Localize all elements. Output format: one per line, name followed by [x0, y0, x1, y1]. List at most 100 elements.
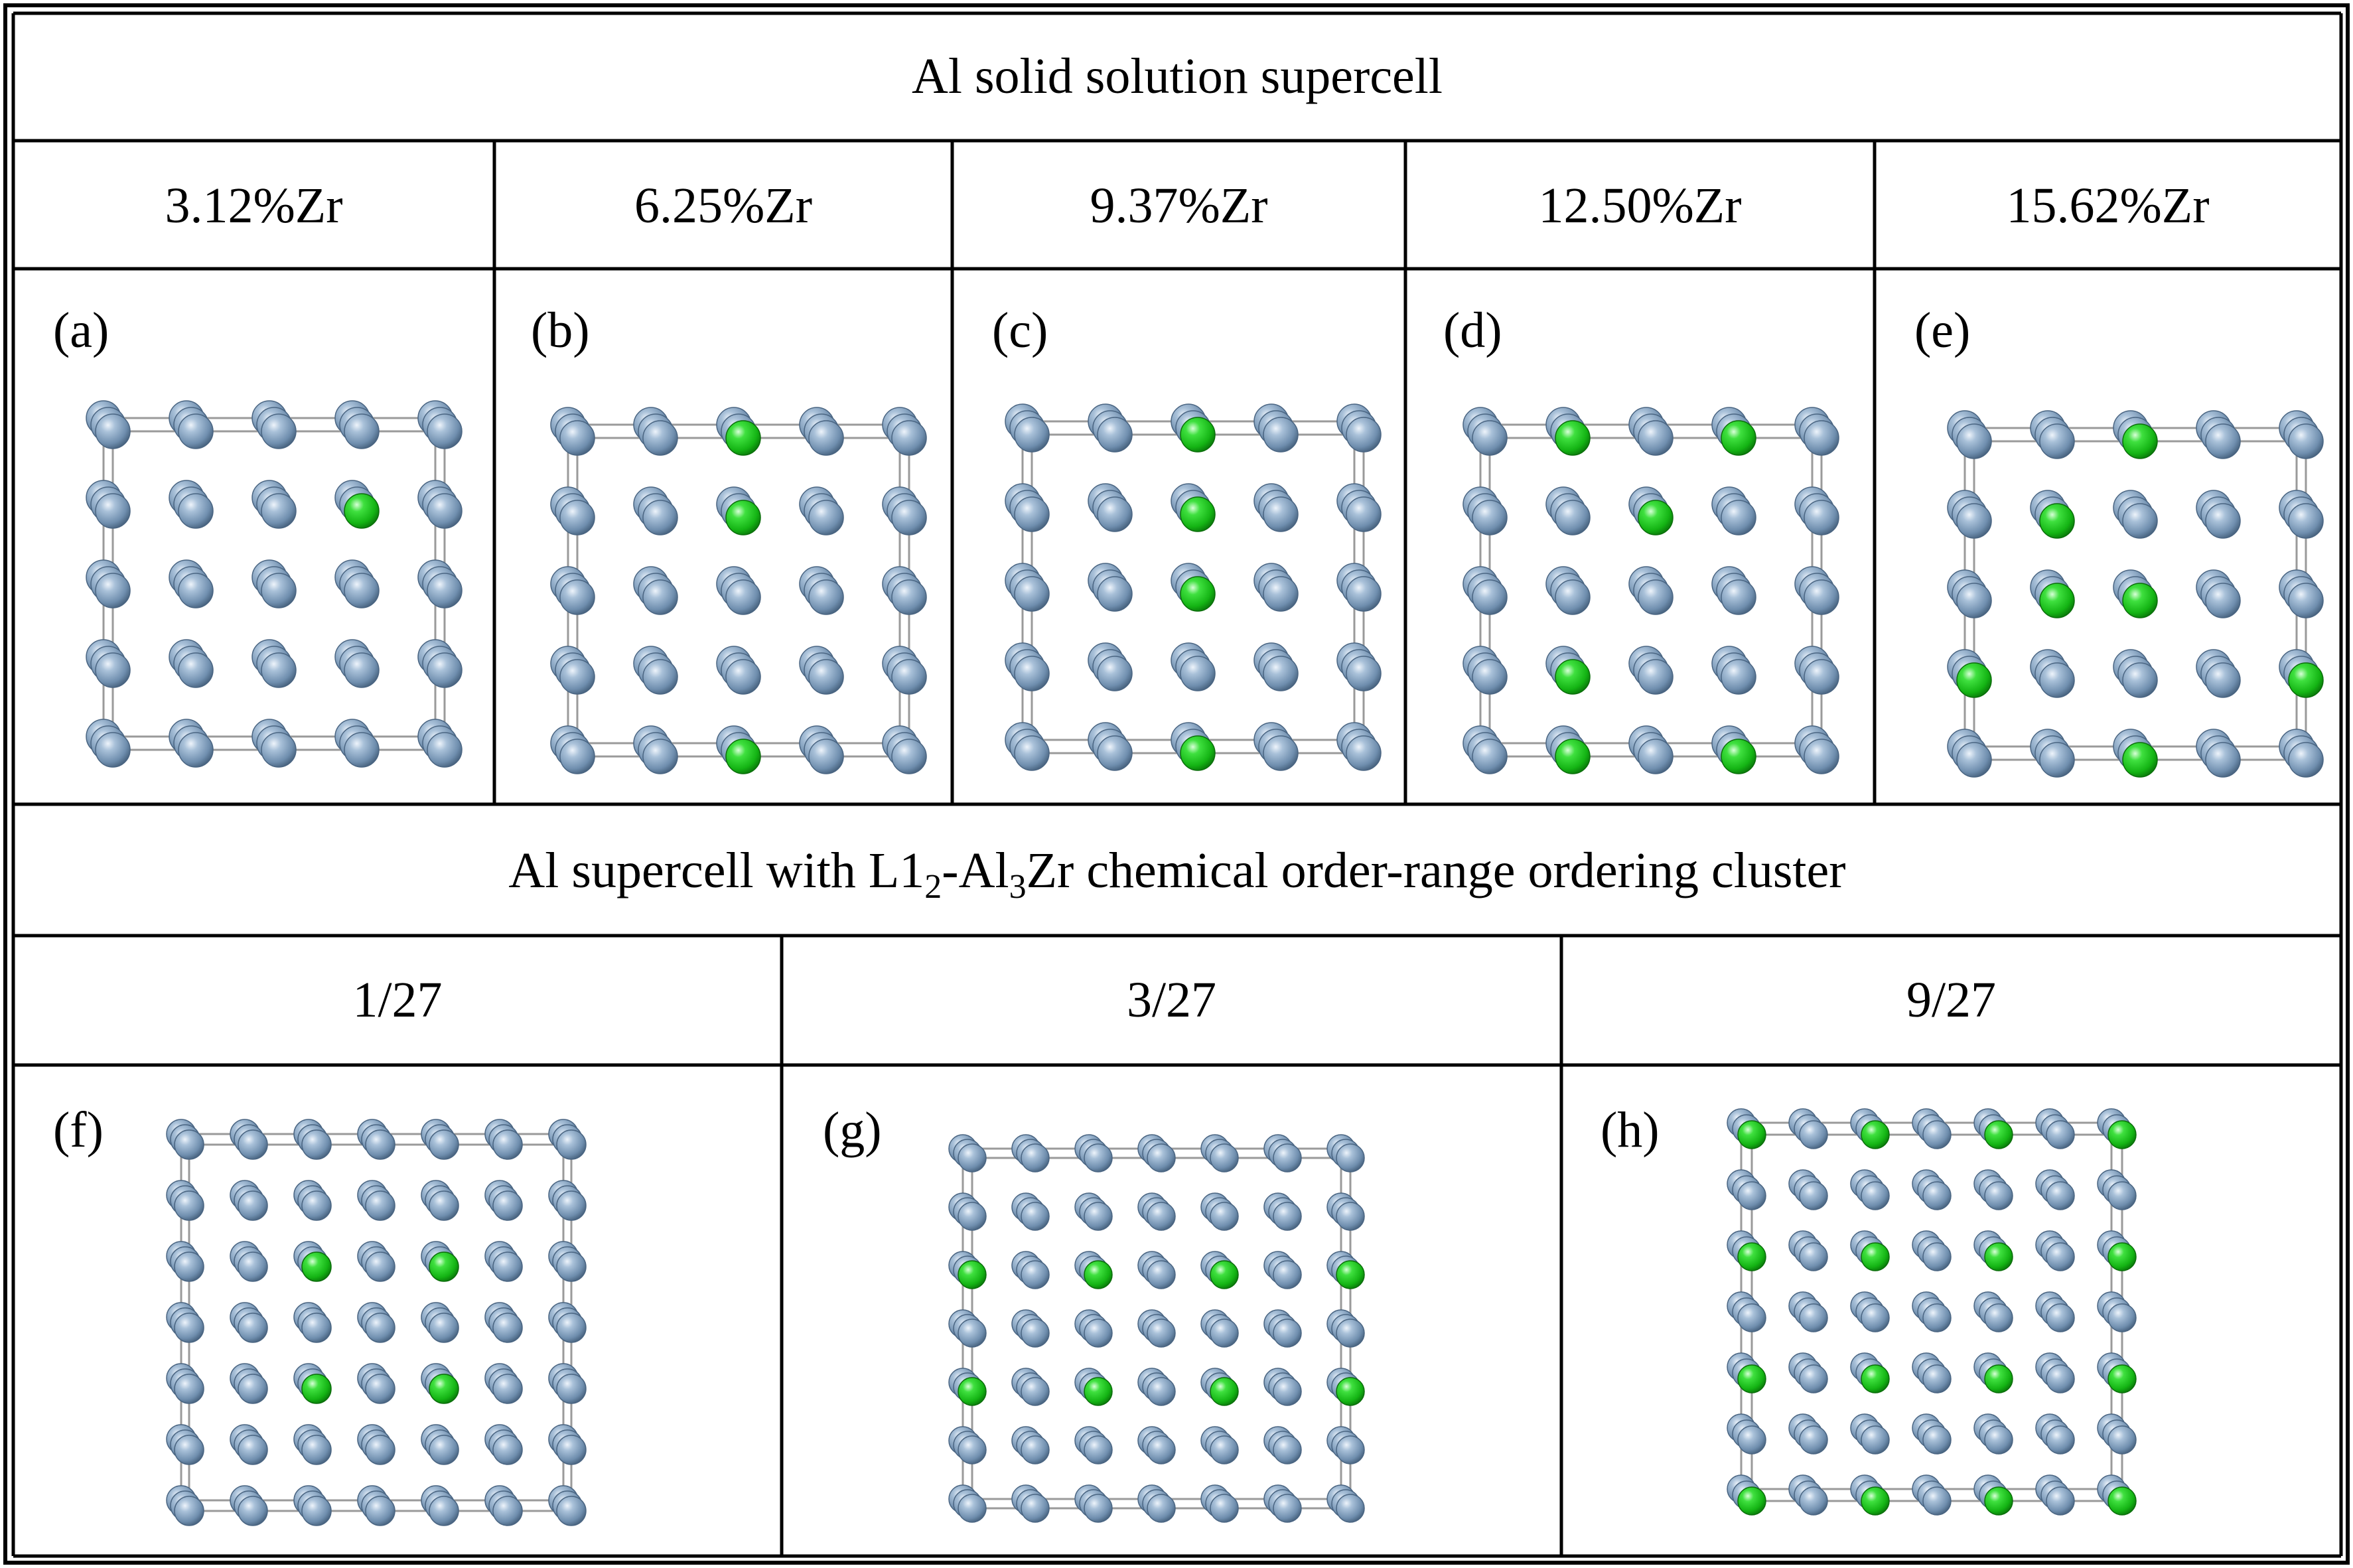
zr-atom: [301, 1251, 332, 1282]
al-atom: [559, 420, 595, 456]
al-atom: [344, 732, 380, 768]
al-atom: [429, 1129, 459, 1160]
al-atom: [891, 739, 927, 774]
al-atom: [642, 500, 678, 535]
zr-atom: [1861, 1120, 1890, 1149]
al-atom: [2046, 1364, 2075, 1393]
al-atom: [1799, 1181, 1828, 1210]
al-atom: [2288, 423, 2324, 459]
al-atom: [1922, 1181, 1952, 1210]
al-atom: [808, 420, 844, 456]
al-atom: [1263, 576, 1299, 612]
al-atom: [559, 659, 595, 695]
al-atom: [365, 1313, 395, 1343]
al-atom: [1014, 496, 1050, 532]
al-atom: [365, 1435, 395, 1465]
al-atom: [1861, 1303, 1890, 1332]
al-atom: [301, 1435, 332, 1465]
col-label-a-text: 3.12%Zr: [165, 178, 343, 234]
zr-atom: [1737, 1364, 1766, 1393]
al-atom: [95, 493, 131, 529]
panel-h: [1727, 1108, 2137, 1516]
col-label-a: 3.12%Zr: [13, 143, 494, 269]
zr-atom: [1956, 662, 1992, 698]
panel-g: [948, 1134, 1365, 1523]
al-atom: [427, 732, 463, 768]
al-atom: [365, 1129, 395, 1160]
al-atom: [1097, 735, 1133, 771]
al-atom: [301, 1129, 332, 1160]
al-atom: [429, 1190, 459, 1221]
al-atom: [2107, 1425, 2137, 1455]
al-atom: [725, 579, 761, 615]
al-atom: [1263, 417, 1299, 453]
header-cluster-part2: -Al: [942, 843, 1009, 898]
al-atom: [1922, 1303, 1952, 1332]
al-atom: [1956, 583, 1992, 618]
al-atom: [1263, 496, 1299, 532]
zr-atom: [2107, 1364, 2137, 1393]
al-atom: [1346, 417, 1382, 453]
al-atom: [1799, 1303, 1828, 1332]
al-atom: [2205, 423, 2241, 459]
al-atom: [429, 1313, 459, 1343]
al-atom: [2039, 742, 2075, 778]
al-atom: [2046, 1181, 2075, 1210]
al-atom: [808, 739, 844, 774]
al-atom: [1097, 576, 1133, 612]
al-atom: [891, 579, 927, 615]
al-atom: [556, 1496, 587, 1526]
al-atom: [1984, 1181, 2013, 1210]
zr-atom: [1737, 1486, 1766, 1516]
al-atom: [492, 1435, 523, 1465]
header-cluster-sub1: 2: [924, 868, 942, 906]
al-atom: [1210, 1435, 1239, 1464]
al-atom: [1336, 1202, 1365, 1231]
header-cluster-sub2: 3: [1009, 868, 1027, 906]
panel-letter-f: (f): [53, 1102, 104, 1158]
al-atom: [1210, 1143, 1239, 1173]
al-atom: [1210, 1202, 1239, 1231]
al-atom: [1273, 1435, 1302, 1464]
al-atom: [365, 1251, 395, 1282]
al-atom: [95, 413, 131, 449]
al-atom: [1346, 735, 1382, 771]
al-atom: [238, 1190, 268, 1221]
al-atom: [1922, 1486, 1952, 1516]
col-label-b-text: 6.25%Zr: [634, 178, 813, 234]
al-atom: [2046, 1303, 2075, 1332]
al-atom: [1273, 1260, 1302, 1289]
al-atom: [808, 500, 844, 535]
al-atom: [1021, 1260, 1050, 1289]
al-atom: [492, 1313, 523, 1343]
al-atom: [891, 420, 927, 456]
al-atom: [365, 1496, 395, 1526]
panel-a: [86, 400, 463, 768]
al-atom: [301, 1190, 332, 1221]
zr-atom: [1210, 1377, 1239, 1406]
al-atom: [1638, 420, 1674, 456]
al-atom: [344, 413, 380, 449]
al-atom: [1799, 1425, 1828, 1455]
al-atom: [2046, 1242, 2075, 1271]
al-atom: [1336, 1319, 1365, 1348]
al-atom: [1472, 739, 1508, 774]
al-atom: [1922, 1242, 1952, 1271]
zr-atom: [958, 1377, 987, 1406]
zr-atom: [1984, 1486, 2013, 1516]
al-atom: [958, 1202, 987, 1231]
al-atom: [2046, 1120, 2075, 1149]
al-atom: [174, 1374, 204, 1404]
al-atom: [1804, 500, 1839, 535]
al-atom: [1263, 656, 1299, 691]
al-atom: [1922, 1425, 1952, 1455]
al-atom: [492, 1251, 523, 1282]
zr-atom: [1721, 739, 1756, 774]
al-atom: [1956, 742, 1992, 778]
al-atom: [958, 1143, 987, 1173]
col-label-f: 1/27: [13, 936, 782, 1065]
zr-atom: [725, 500, 761, 535]
al-atom: [1021, 1319, 1050, 1348]
